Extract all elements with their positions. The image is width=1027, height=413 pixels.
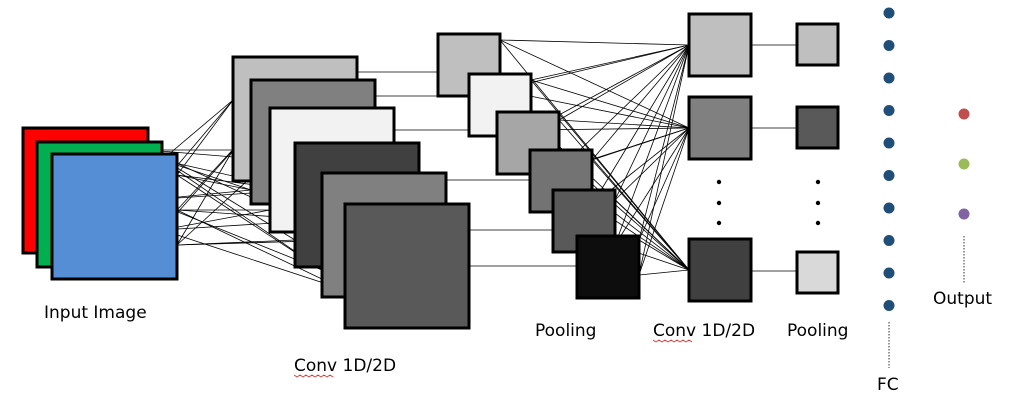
connection-line <box>591 127 690 161</box>
fc-node <box>883 72 895 84</box>
connection-line <box>638 127 690 241</box>
conv2-map <box>687 237 753 303</box>
pool2-map <box>795 105 840 150</box>
output-layer-nodes <box>958 108 970 220</box>
input-image-stack <box>21 126 179 281</box>
fc-node <box>883 40 895 51</box>
pool2-ellipsis-dots <box>815 179 821 226</box>
output-node <box>958 208 970 220</box>
fc-node <box>883 267 895 279</box>
input-channel-blue <box>50 152 179 281</box>
pool2-map <box>795 22 840 67</box>
fc-layer-nodes <box>883 7 895 311</box>
connection-line <box>499 39 690 129</box>
fc-node <box>883 300 895 311</box>
connection-line <box>591 44 690 206</box>
fc-node <box>883 137 895 149</box>
fc-node <box>883 105 895 116</box>
connection-line <box>614 44 690 246</box>
conv2-ellipsis-dots <box>716 179 722 226</box>
connection-line <box>558 44 690 121</box>
fc-node <box>883 7 895 19</box>
connection-line <box>614 127 690 246</box>
fc-label: FC <box>877 375 899 395</box>
conv1-label: Conv 1D/2D <box>294 356 396 376</box>
pool1-feature-maps <box>436 32 641 300</box>
pool2-feature-maps <box>795 22 840 295</box>
pool2-map <box>795 250 840 295</box>
pool1-label: Pooling <box>535 321 596 341</box>
fc-node <box>883 170 895 181</box>
connection-line <box>638 44 690 241</box>
connection-line <box>176 149 234 246</box>
connection-line <box>614 44 690 201</box>
fc-node <box>883 235 895 246</box>
connection-line <box>176 99 234 176</box>
connection-line <box>558 119 690 129</box>
output-node <box>958 108 970 120</box>
conv1-feature-maps <box>231 55 471 330</box>
connection-line <box>638 127 690 276</box>
output-node <box>958 158 970 170</box>
input-image-label: Input Image <box>44 303 147 323</box>
connection-line <box>591 44 690 161</box>
fc-node <box>883 202 895 214</box>
connection-line <box>614 127 690 201</box>
spellcheck-underline <box>293 374 334 378</box>
conv2-map <box>687 95 753 161</box>
connection-line <box>161 99 234 161</box>
spellcheck-underline <box>652 339 693 343</box>
connection-line <box>530 79 690 129</box>
output-label: Output <box>933 289 992 309</box>
connection-line <box>530 44 690 81</box>
connection-line <box>638 239 690 271</box>
conv1-map <box>343 202 471 330</box>
conv2-label: Conv 1D/2D <box>653 321 755 341</box>
conv2-feature-maps <box>687 12 753 303</box>
conv2-map <box>687 12 753 78</box>
connection-line <box>161 229 346 291</box>
pool2-label: Pooling <box>787 321 848 341</box>
pool1-map <box>575 234 641 300</box>
connection-line <box>499 39 690 46</box>
connection-line <box>638 269 690 276</box>
connection-line <box>638 44 690 276</box>
